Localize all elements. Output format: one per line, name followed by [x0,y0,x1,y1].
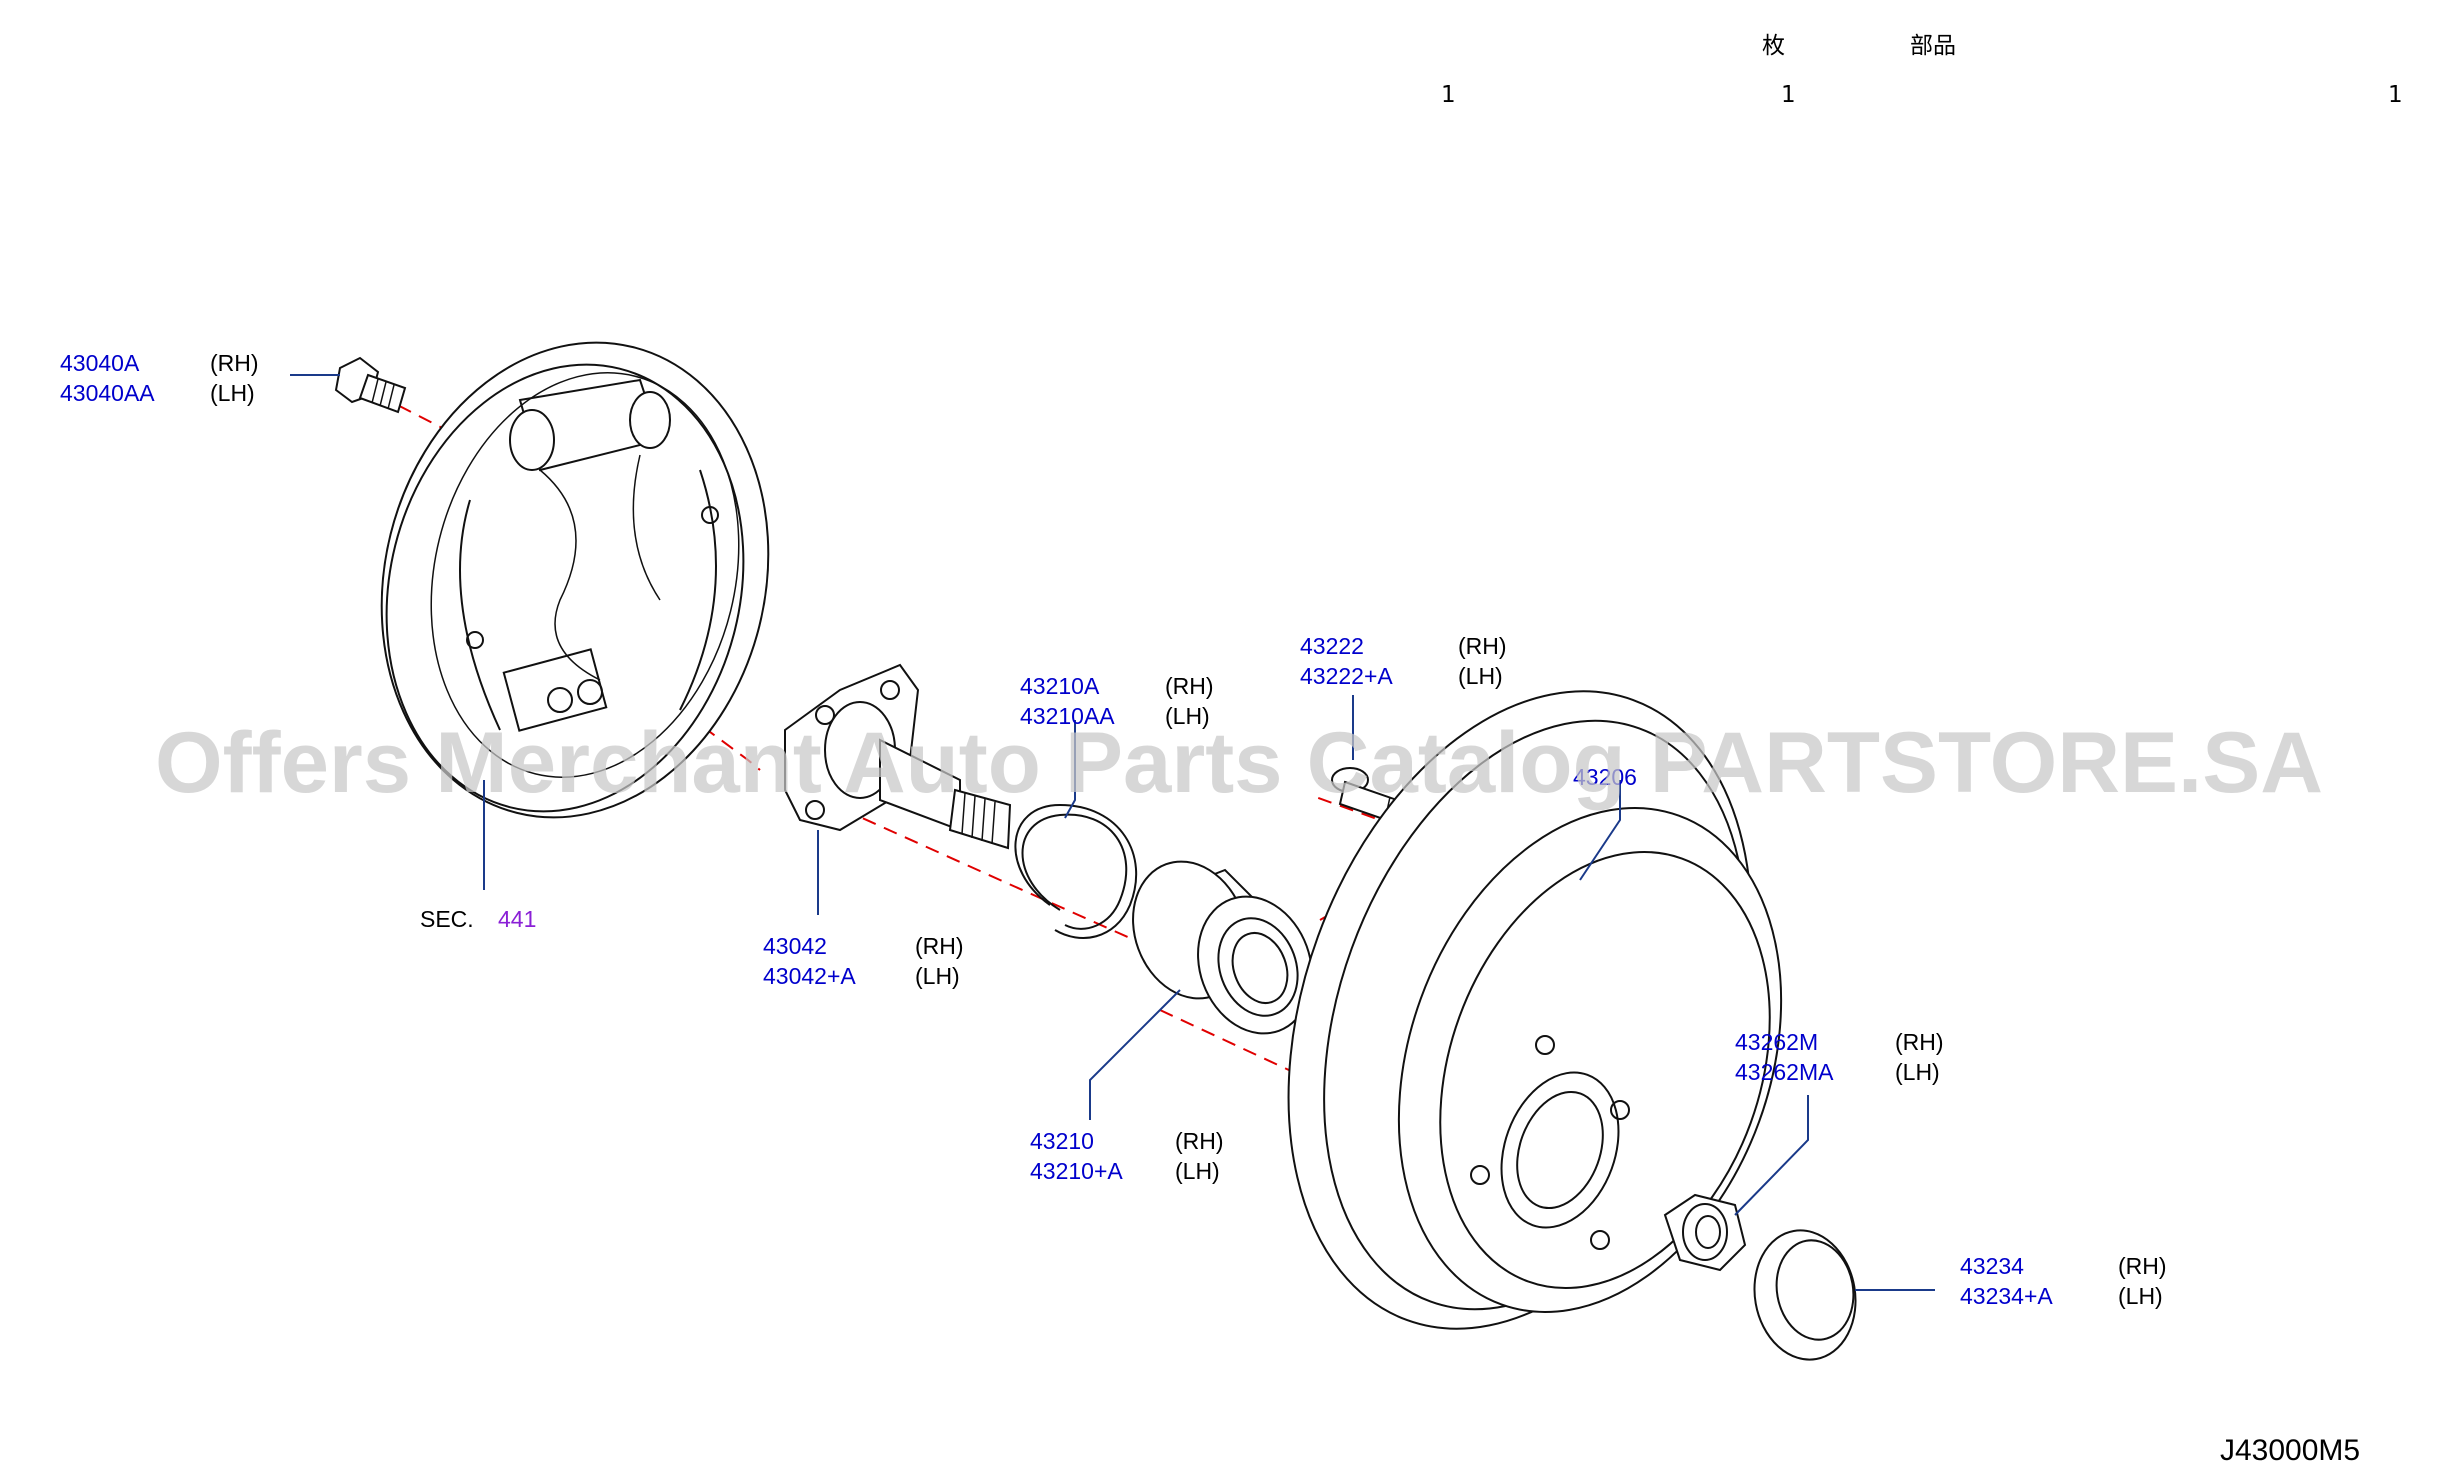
label-43210[interactable]: 43210 [1030,1128,1094,1154]
label-lh-tag: (LH) [1165,703,1210,729]
hub-nut-part[interactable] [1663,1193,1747,1272]
label-43210-a[interactable]: 43210+A [1030,1158,1123,1184]
label-43042[interactable]: 43042 [763,933,827,959]
label-rh-tag: (RH) [1458,633,1507,659]
leader-lines [290,374,1935,1291]
header-value-2: 1 [1781,82,1796,108]
label-rh-tag: (RH) [1165,673,1214,699]
brake-drum-part[interactable] [1205,626,1848,1393]
label-43234[interactable]: 43234 [1960,1253,2024,1279]
label-rh-tag: (RH) [2118,1253,2167,1279]
spindle-part[interactable] [784,663,1012,850]
label-rh-tag: (RH) [1175,1128,1224,1154]
brake-backing-plate-assembly[interactable] [333,301,818,859]
backplate-bolt-part[interactable] [334,356,407,414]
header-qty-label: 枚 [1762,33,1785,59]
label-43210A[interactable]: 43210A [1020,673,1100,699]
label-lh-tag: (LH) [2118,1283,2163,1309]
label-43042-a[interactable]: 43042+A [763,963,856,989]
label-43040A[interactable]: 43040A [60,350,140,376]
section-ref-number[interactable]: 441 [498,906,536,932]
label-43206[interactable]: 43206 [1573,764,1637,790]
diagram-code: J43000M5 [2220,1434,2360,1467]
label-rh-tag: (RH) [210,350,259,376]
label-43222[interactable]: 43222 [1300,633,1364,659]
label-lh-tag: (LH) [1458,663,1503,689]
header-value-1: 1 [1441,82,1456,108]
watermark-text: Offers Merchant Auto Parts Catalog PARTS… [155,715,2323,811]
label-rh-tag: (RH) [1895,1029,1944,1055]
label-43222-a[interactable]: 43222+A [1300,663,1393,689]
header-value-3: 1 [2388,82,2403,108]
hub-cap-part[interactable] [1744,1222,1865,1367]
label-lh-tag: (LH) [1175,1158,1220,1184]
label-lh-tag: (LH) [915,963,960,989]
header-parts-label: 部品 [1910,33,1956,59]
label-lh-tag: (LH) [210,380,255,406]
snap-ring-part[interactable] [1014,803,1138,939]
label-43210AA[interactable]: 43210AA [1020,703,1115,729]
label-43262MA[interactable]: 43262MA [1735,1059,1834,1085]
label-lh-tag: (LH) [1895,1059,1940,1085]
label-rh-tag: (RH) [915,933,964,959]
section-ref-label: SEC. [420,906,474,932]
label-43234-a[interactable]: 43234+A [1960,1283,2053,1309]
wheel-bearing-part[interactable] [1114,845,1330,1049]
label-43262M[interactable]: 43262M [1735,1029,1818,1055]
label-43040AA[interactable]: 43040AA [60,380,155,406]
